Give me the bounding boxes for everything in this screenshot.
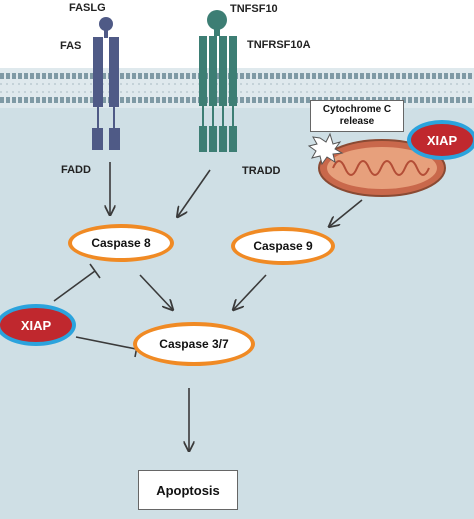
label-fadd: FADD bbox=[61, 164, 91, 176]
release-burst-icon bbox=[307, 132, 344, 166]
label-tnfrsf10a: TNFRSF10A bbox=[247, 39, 311, 51]
caspase-3-7-node: Caspase 3/7 bbox=[133, 322, 255, 366]
label-tnfsf10: TNFSF10 bbox=[230, 3, 278, 15]
fas-receptor bbox=[92, 17, 120, 150]
label-tradd: TRADD bbox=[242, 165, 281, 177]
xiap-right: XIAP bbox=[407, 120, 474, 160]
caspase-8-node: Caspase 8 bbox=[68, 224, 174, 262]
arrow-tradd-to-caspase8 bbox=[178, 169, 211, 216]
caspase-9-node: Caspase 9 bbox=[231, 227, 335, 265]
label-faslg: FASLG bbox=[69, 2, 106, 14]
label-fas: FAS bbox=[60, 40, 82, 52]
cytochrome-c-release-box: Cytochrome C release bbox=[310, 100, 404, 132]
inhibit-xiap-to-caspase8 bbox=[53, 263, 101, 302]
arrow-caspase9-to-caspase37 bbox=[234, 274, 267, 309]
arrow-mito-to-caspase9 bbox=[330, 199, 363, 226]
xiap-left: XIAP bbox=[0, 304, 76, 346]
arrow-caspase8-to-caspase37 bbox=[139, 274, 172, 309]
tnfrsf10a-receptor bbox=[199, 10, 237, 152]
mitochondrion bbox=[318, 139, 446, 197]
apoptosis-box: Apoptosis bbox=[138, 470, 238, 510]
